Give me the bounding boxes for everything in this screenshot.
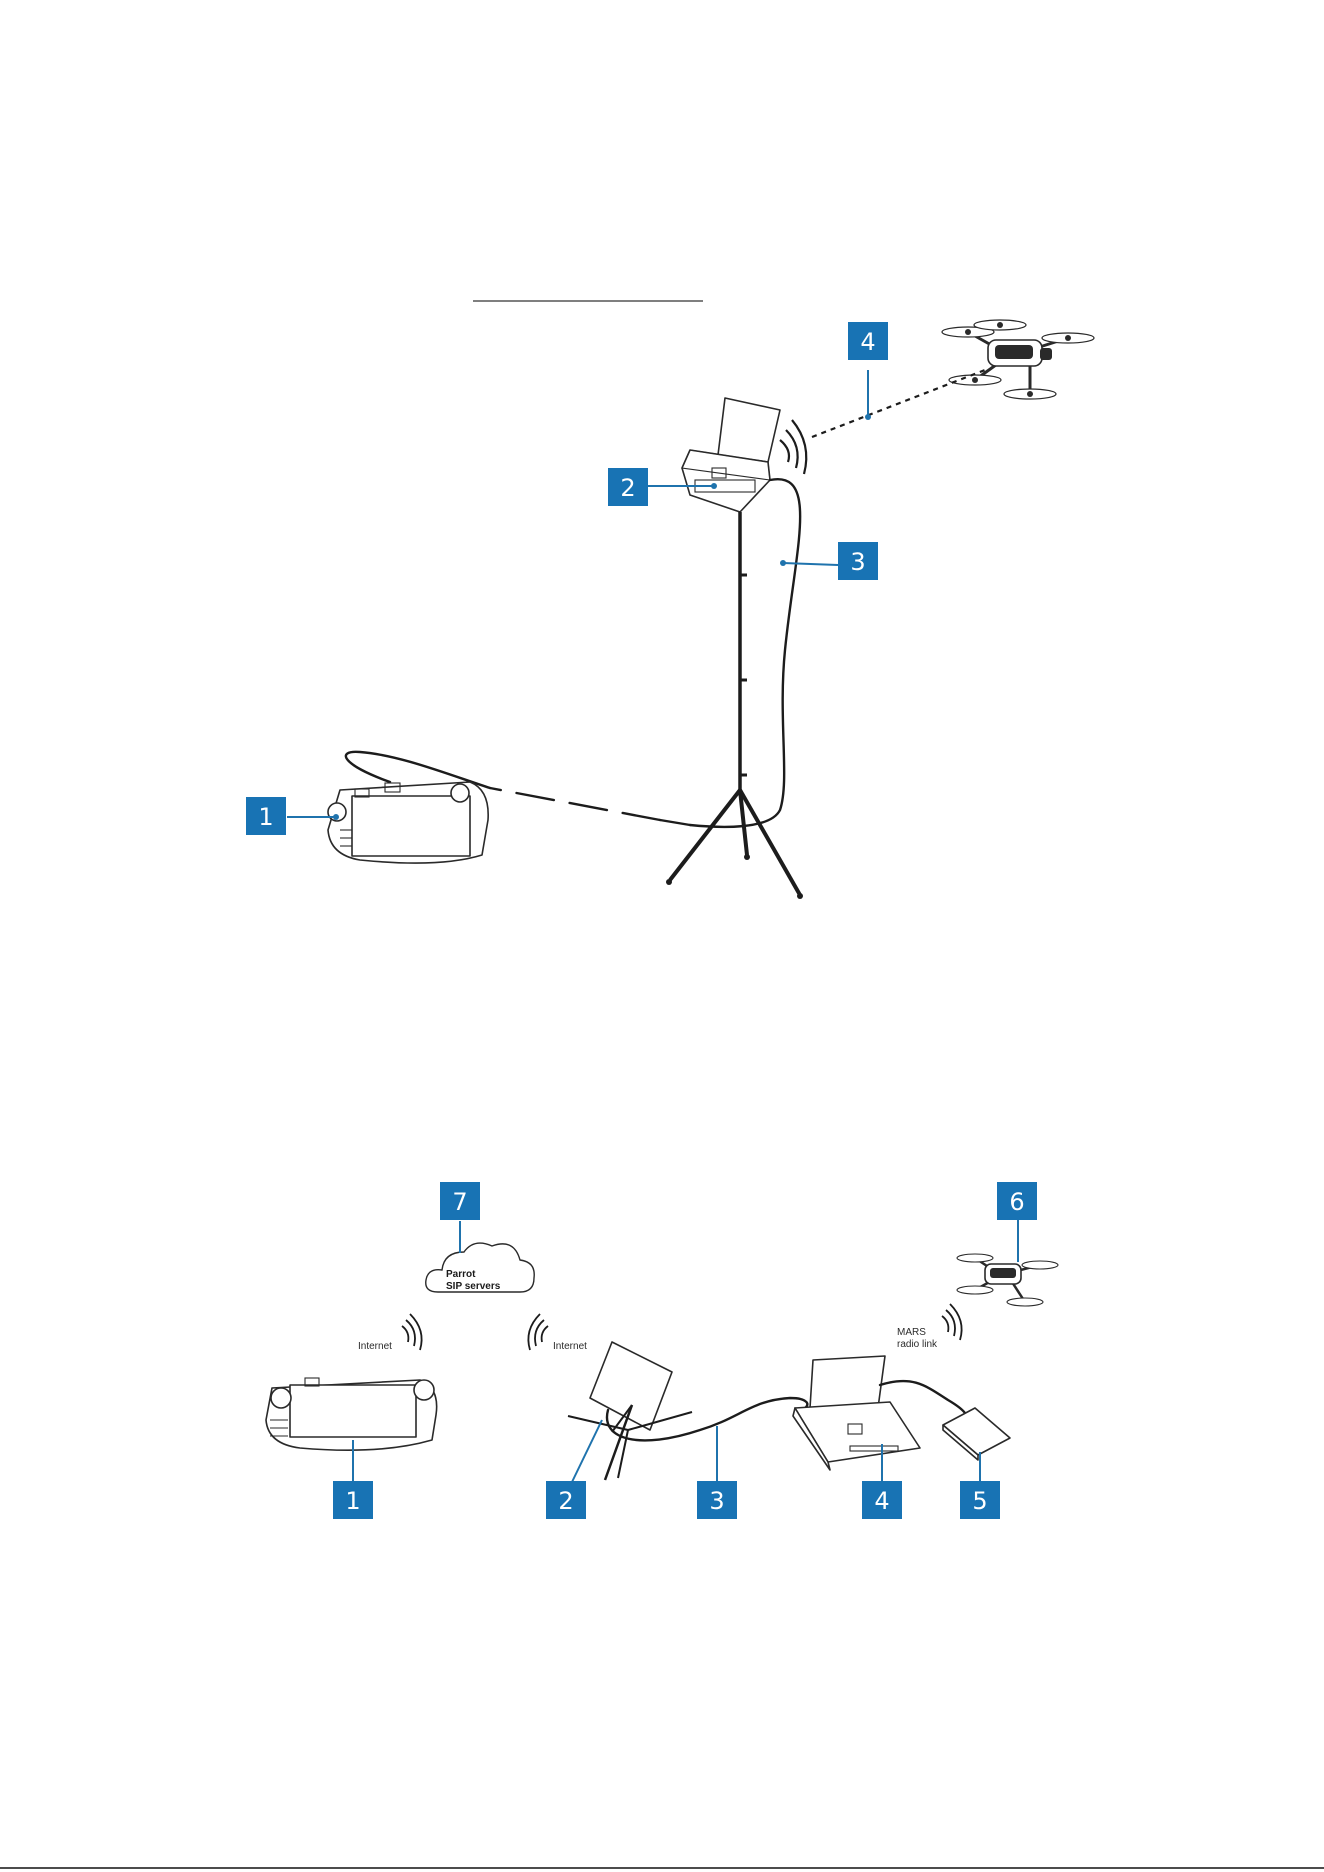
signal-waves-icon — [942, 1304, 962, 1340]
cable-dashed-section — [490, 788, 660, 820]
svg-text:4: 4 — [860, 328, 875, 356]
controller-illustration — [328, 782, 488, 863]
signal-waves-icon — [402, 1314, 422, 1350]
cloud-label-line-2: SIP servers — [446, 1281, 501, 1292]
callout-badge-3: 3 — [697, 1481, 737, 1519]
signal-waves-icon — [528, 1314, 548, 1350]
top-diagram: 1 2 3 4 — [246, 301, 1094, 899]
svg-text:3: 3 — [709, 1487, 724, 1515]
controller-illustration — [266, 1378, 437, 1450]
svg-text:1: 1 — [258, 803, 273, 831]
bottom-diagram: Parrot SIP servers Internet Internet MAR… — [266, 1182, 1058, 1519]
svg-text:1: 1 — [345, 1487, 360, 1515]
tablet-pad-illustration — [943, 1408, 1010, 1460]
svg-text:7: 7 — [452, 1188, 467, 1216]
svg-text:2: 2 — [558, 1487, 573, 1515]
callout-badge-2: 2 — [608, 468, 648, 506]
svg-text:6: 6 — [1009, 1188, 1024, 1216]
link-label-internet-right: Internet — [553, 1341, 587, 1352]
svg-text:2: 2 — [620, 474, 635, 502]
cloud-icon: Parrot SIP servers — [426, 1243, 534, 1292]
callout-badge-2: 2 — [546, 1481, 586, 1519]
link-label-mars-line-2: radio link — [897, 1339, 938, 1350]
drone-illustration — [957, 1254, 1058, 1306]
svg-text:3: 3 — [850, 548, 865, 576]
callout-badge-7: 7 — [440, 1182, 480, 1220]
svg-text:4: 4 — [874, 1487, 889, 1515]
svg-text:5: 5 — [972, 1487, 987, 1515]
callout-badge-5: 5 — [960, 1481, 1000, 1519]
link-label-mars-line-1: MARS — [897, 1327, 926, 1338]
callout-badge-1: 1 — [333, 1481, 373, 1519]
callout-badge-3: 3 — [838, 542, 878, 580]
signal-waves-icon — [780, 420, 806, 474]
callout-badge-4: 4 — [848, 322, 888, 360]
callout-badge-6: 6 — [997, 1182, 1037, 1220]
cloud-label-line-1: Parrot — [446, 1269, 476, 1280]
relay-station-illustration — [793, 1356, 920, 1470]
link-label-internet-left: Internet — [358, 1341, 392, 1352]
callout-badge-4: 4 — [862, 1481, 902, 1519]
drone-illustration — [942, 320, 1094, 399]
satellite-dish-illustration — [568, 1342, 692, 1480]
callout-badge-1: 1 — [246, 797, 286, 835]
